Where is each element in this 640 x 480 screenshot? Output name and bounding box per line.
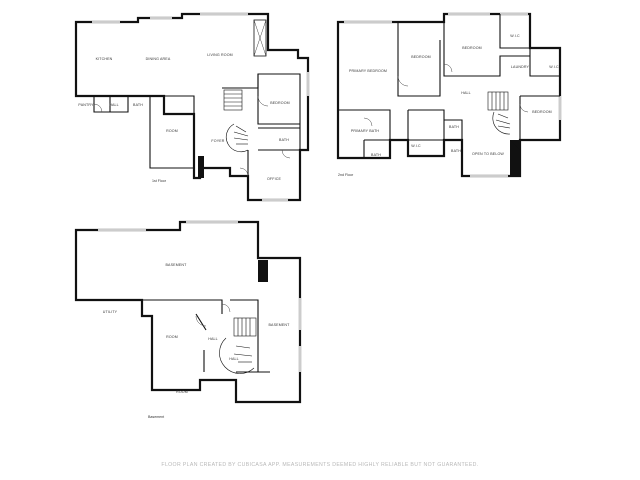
door-swing <box>363 117 373 127</box>
interior-wall <box>195 313 207 331</box>
interior-wall <box>397 22 441 97</box>
second-floor-exterior-wall <box>336 12 562 178</box>
door-swing <box>281 149 291 159</box>
room-label-bath-mid: BATH <box>449 125 459 129</box>
interior-wall <box>338 109 391 158</box>
room-label-bedroom-top: BEDROOM <box>462 46 482 50</box>
door-swing <box>257 95 269 107</box>
room-label-basement-main: BASEMENT <box>166 263 188 267</box>
interior-wall <box>203 350 270 373</box>
interior-wall <box>519 95 560 140</box>
room-label-room: ROOM <box>166 129 178 133</box>
first-floor-stairs <box>223 89 249 153</box>
interior-wall <box>258 127 300 151</box>
door-swing <box>239 167 249 177</box>
room-label-pantry: PANTRY <box>78 103 94 107</box>
second-floor-stairs <box>487 91 511 135</box>
room-label-laundry: LAUNDRY <box>511 65 530 69</box>
room-label-utility: UTILITY <box>103 310 118 314</box>
fireplace <box>253 19 267 57</box>
room-label-bath-right: BATH <box>279 138 289 142</box>
room-label-bedroom-right: BEDROOM <box>532 110 552 114</box>
interior-wall <box>499 14 560 77</box>
basement-stairs <box>219 317 257 374</box>
room-label-wic-center: W.I.C <box>411 144 421 148</box>
room-label-bath-lower: BATH <box>451 149 461 153</box>
column <box>510 140 520 176</box>
room-label-wic-right: W.I.C <box>549 65 559 69</box>
basement-floor-plan: BASEMENT UTILITY ROOM HALL BASEMENT HALL… <box>74 220 302 419</box>
room-label-bath: BATH <box>133 103 143 107</box>
room-label-office: OFFICE <box>267 177 282 181</box>
door-swing <box>195 315 207 327</box>
room-label-primary-bedroom: PRIMARY BEDROOM <box>349 69 387 73</box>
room-label-room-upper: ROOM <box>166 335 178 339</box>
room-label-hall: HALL <box>461 91 471 95</box>
interior-wall <box>149 96 194 169</box>
room-label-bedroom-center: BEDROOM <box>411 55 431 59</box>
room-label-room-lower: ROOM <box>176 390 188 394</box>
column <box>198 156 204 178</box>
interior-wall <box>443 22 530 77</box>
interior-wall <box>257 74 300 125</box>
room-label-primary-bath: PRIMARY BATH <box>351 129 380 133</box>
room-label-dining-area: DINING AREA <box>146 57 171 61</box>
room-label-kitchen: KITCHEN <box>96 57 113 61</box>
interior-wall <box>444 119 463 176</box>
room-label-hall: HALL <box>208 337 218 341</box>
door-swing <box>397 75 409 87</box>
first-floor-exterior-wall <box>74 12 310 202</box>
room-label-bedroom: BEDROOM <box>270 101 290 105</box>
interior-wall <box>363 139 390 158</box>
door-swing <box>443 63 453 73</box>
room-label-foyer: FOYER <box>211 139 224 143</box>
interior-wall <box>407 109 445 141</box>
floor-label-second: 2nd Floor <box>338 173 354 177</box>
room-label-basement-right: BASEMENT <box>269 323 291 327</box>
door-swing <box>221 303 231 313</box>
door-swing <box>93 103 103 113</box>
room-label-living-room: LIVING ROOM <box>207 53 233 57</box>
room-label-bath-small: BATH <box>371 153 381 157</box>
column-detail <box>510 140 520 150</box>
room-label-open-to-below: OPEN TO BELOW <box>472 152 504 156</box>
door-swing <box>519 103 529 113</box>
floor-label-basement: Basement <box>148 415 164 419</box>
footer-disclaimer: FLOOR PLAN CREATED BY CUBICASA APP. MEAS… <box>161 462 478 468</box>
interior-wall <box>164 95 195 114</box>
room-label-hall-stair: HALL <box>229 357 239 361</box>
room-label-wic-top: W.I.C <box>510 34 520 38</box>
fireplace-hatch <box>253 19 267 57</box>
first-floor-plan: KITCHEN DINING AREA LIVING ROOM BEDROOM … <box>74 12 310 202</box>
interior-wall <box>142 299 259 372</box>
column <box>258 260 268 282</box>
second-floor-plan: PRIMARY BEDROOM BEDROOM BEDROOM W.I.C LA… <box>336 12 562 178</box>
floor-label-first: 1st Floor <box>152 179 167 183</box>
room-label-hall: HALL <box>109 103 119 107</box>
